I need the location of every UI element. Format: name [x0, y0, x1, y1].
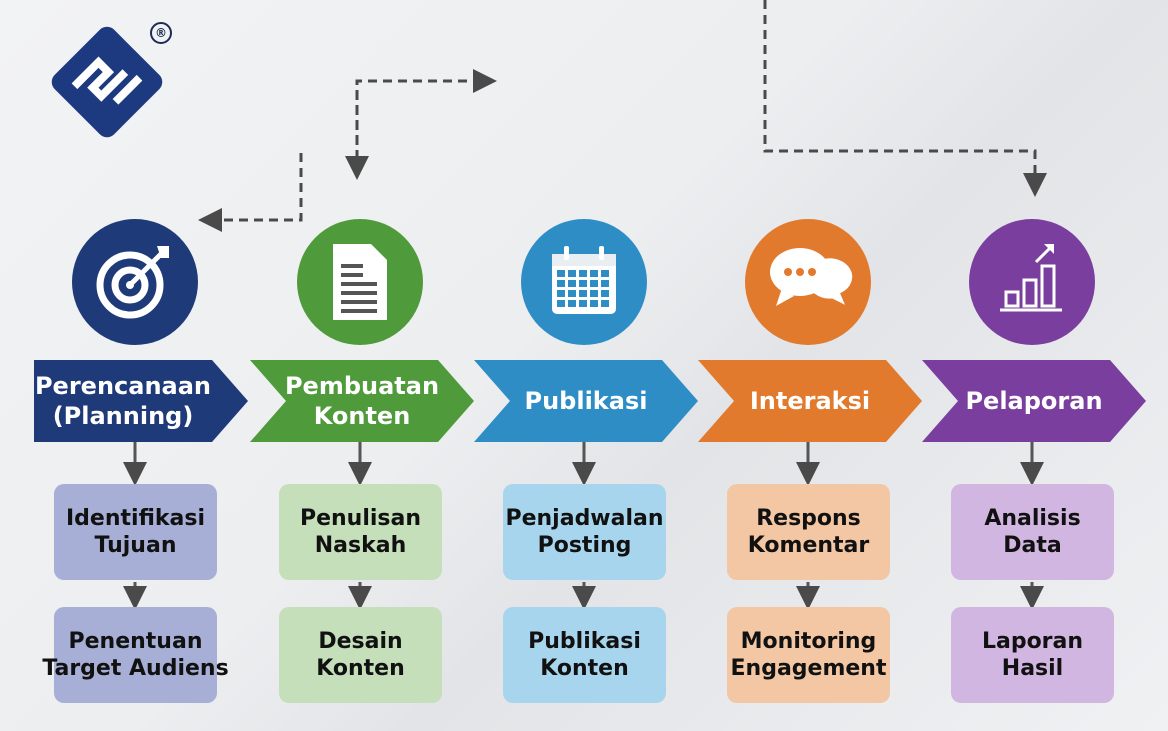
step-line1: Penentuan: [68, 629, 203, 654]
calendar-icon: [552, 246, 616, 314]
step-line1: Laporan: [981, 629, 1084, 654]
stage-label-line1: Pelaporan: [965, 387, 1103, 415]
dashed-connector-left: [198, 153, 303, 232]
step-line1: Penjadwalan: [505, 506, 664, 531]
step-line2: Komentar: [747, 533, 870, 558]
step-line2: Engagement: [730, 656, 887, 681]
stage-label-line1: Interaksi: [749, 387, 871, 415]
document-icon: [333, 244, 387, 320]
registered-mark: ®: [150, 22, 172, 44]
step-line1: Publikasi: [528, 629, 641, 654]
stage-icon-circle: [297, 219, 423, 345]
step-line1: Identifikasi: [66, 506, 205, 531]
stage-chevron: [250, 360, 474, 442]
step-line1: Desain: [318, 629, 403, 654]
stage-icon-circle: [745, 219, 871, 345]
step-line1: Analisis: [984, 506, 1081, 531]
step-line1: Monitoring: [740, 629, 877, 654]
stage-label: Interaksi: [728, 360, 892, 442]
step-line2: Hasil: [1001, 656, 1064, 681]
stage-chevron: [698, 360, 922, 442]
stage-label-line2: Konten: [313, 402, 411, 430]
stage-label-line2: (Planning): [52, 402, 194, 430]
stage-icon-circle: [72, 219, 198, 345]
bar-chart-icon: [1000, 244, 1062, 312]
stage-label: Perencanaan(Planning): [34, 360, 212, 442]
stage-chevron: [474, 360, 698, 442]
step-line2: Data: [1003, 533, 1062, 558]
step-line1: Penulisan: [299, 506, 422, 531]
company-logo: [51, 26, 163, 138]
stage-label: Pelaporan: [952, 360, 1116, 442]
stage-label-line1: Pembuatan: [284, 372, 440, 400]
stage-label: Publikasi: [504, 360, 668, 442]
step-line2: Tujuan: [94, 533, 177, 558]
dashed-connector-top: [763, 0, 1047, 197]
stage-label-line1: Publikasi: [524, 387, 648, 415]
step-line1: Respons: [756, 506, 861, 531]
step-line2: Target Audiens: [42, 656, 229, 681]
chat-icon: [770, 248, 856, 312]
stage-icon-circle: [969, 219, 1095, 345]
stage-chevron: [922, 360, 1146, 442]
stage-chevron: [34, 360, 248, 442]
stage-label-line1: Perencanaan: [34, 372, 212, 400]
stage-icon-circle: [521, 219, 647, 345]
step-line2: Konten: [540, 656, 629, 681]
target-icon: [96, 246, 169, 319]
step-line2: Konten: [316, 656, 405, 681]
step-line2: Naskah: [314, 533, 407, 558]
dashed-connector-right: [355, 69, 497, 175]
step-line2: Posting: [537, 533, 632, 558]
